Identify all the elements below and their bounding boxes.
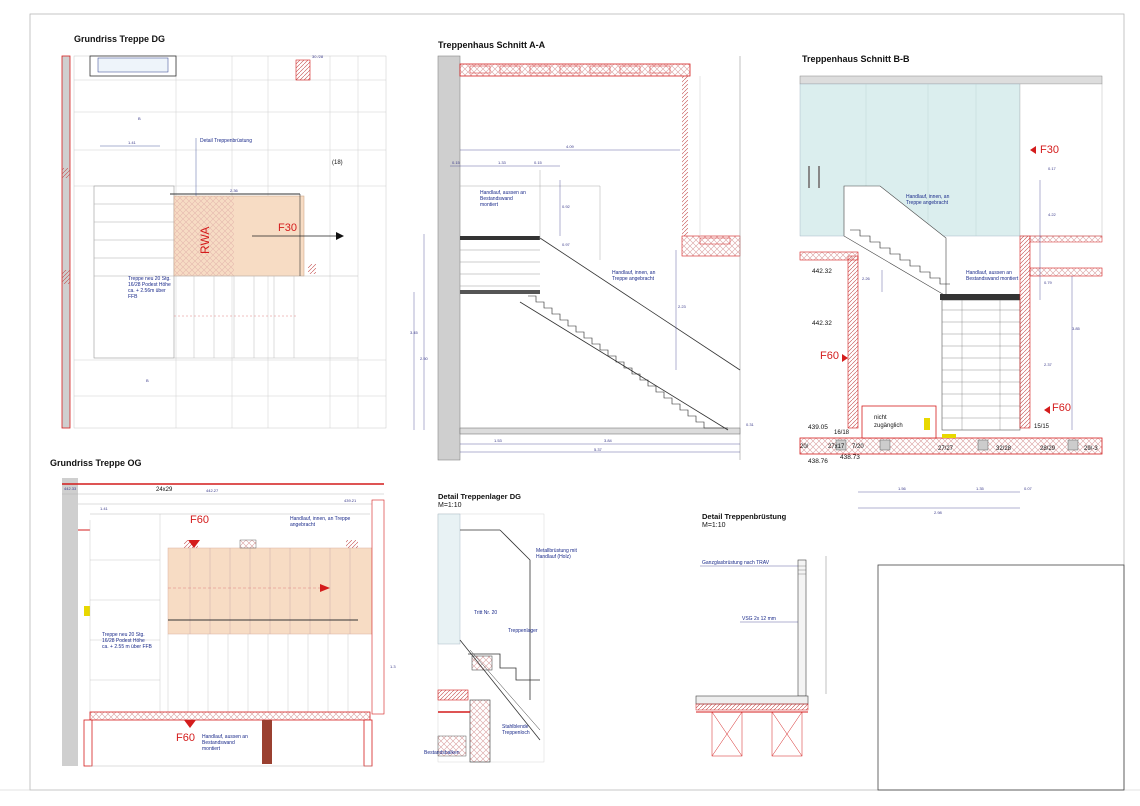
dim-label: 1.56: [898, 486, 906, 491]
dim-label: 2.26: [862, 276, 870, 281]
note-handlauf-outer: Handlauf, aussen an Bestandswand montier…: [202, 734, 248, 752]
dim-label: 0.79: [1044, 280, 1052, 285]
elevation-label: 442.27: [206, 488, 219, 493]
fire-rating-label: F30: [1040, 144, 1059, 156]
title-detail-bruestung: Detail Treppenbrüstung: [702, 512, 787, 521]
dim-label: 0.92: [562, 204, 570, 209]
profile-label: 20/: [800, 444, 809, 450]
note-handlauf-outer: Handlauf, aussen an Bestandswand montier…: [966, 270, 1019, 282]
dim-label: 2.23: [678, 304, 686, 309]
dim-label: 2.37: [1044, 362, 1052, 367]
fire-rating-label: F60: [190, 514, 209, 526]
elevation-label: 438.76: [808, 458, 828, 465]
elevation-label: 442.33: [64, 486, 77, 491]
plan-dg: [61, 55, 387, 429]
plan-og: [62, 478, 385, 767]
profile-label: 28/29: [1040, 446, 1056, 452]
label-b: B: [146, 378, 149, 383]
dim-label: 0.07: [1024, 486, 1032, 491]
note-stair-dg: Treppe neu 20 Stg. 16/28 Podest Höhe ca.…: [128, 276, 171, 300]
title-section-bb: Treppenhaus Schnitt B-B: [802, 54, 910, 64]
dim-label: 2.36: [230, 188, 238, 193]
dim-label: 4.09: [566, 144, 574, 149]
profile-label: 16/18: [834, 430, 850, 436]
note-handlauf-outer: Handlauf, aussen an Bestandswand montier…: [480, 190, 526, 208]
note-metallbrustung: Metallbrüstung mit Handlauf (Holz): [536, 548, 577, 560]
section-aa: [413, 55, 741, 461]
dim-label: 1.41: [128, 140, 136, 145]
note-stair-og: Treppe neu 20 Stg. 16/28 Podest Höhe ca.…: [102, 632, 152, 650]
dim-label: 0.17: [1048, 166, 1056, 171]
note-tritt: Tritt Nr. 20: [474, 610, 498, 616]
dim-label: 4.22: [1048, 212, 1056, 217]
note-handlauf-inner: Handlauf, innen, an Treppe angebracht: [906, 194, 950, 206]
dim-label: 3.84: [604, 438, 612, 443]
dim-label: 0.97: [562, 242, 570, 247]
dim-label: 1.41: [100, 506, 108, 511]
scale-label: M=1:10: [438, 502, 462, 509]
dim-label: 1.33: [498, 160, 506, 165]
dim-label: 3.45: [410, 330, 418, 335]
profile-label: 27/27: [938, 446, 954, 452]
elevation-label: 442.32: [812, 320, 832, 327]
title-section-aa: Treppenhaus Schnitt A-A: [438, 40, 546, 50]
note-vsg: VSG 2x 12 mm: [742, 616, 776, 622]
profile-label: 29/-3: [1084, 446, 1098, 452]
dim-label: 1.3: [390, 664, 396, 669]
note-detail: Detail Treppenbrüstung: [200, 138, 252, 144]
dim-label: 1.35: [976, 486, 984, 491]
section-bb: [799, 75, 1103, 509]
fire-rating-label: F30: [278, 222, 297, 234]
profile-label: 7/20: [852, 444, 864, 450]
scale-label: M=1:10: [702, 522, 726, 529]
dim-label: 2.50: [420, 356, 428, 361]
fire-rating-label: F60: [820, 350, 839, 362]
fire-rating-label: F60: [1052, 402, 1071, 414]
dim-label: 0.15: [534, 160, 542, 165]
dim-label: 3.85: [1072, 326, 1080, 331]
label-nicht-zuganglich: nicht zugänglich: [874, 415, 903, 429]
rwa-label: RWA: [198, 226, 212, 254]
label-b: B: [138, 116, 141, 121]
title-block: [877, 564, 1125, 791]
note-handlauf-inner: Handlauf, innen, an Treppe angebracht: [290, 516, 351, 528]
elevation-label: 439.05: [808, 424, 828, 431]
elevation-label: 439.21: [344, 498, 357, 503]
note-stahlblende: Stahlblende Treppenloch: [502, 724, 530, 736]
note-treppenlager: Treppenlager: [508, 628, 538, 634]
elevation-label: 438.73: [840, 454, 860, 461]
fire-rating-label: F60: [176, 732, 195, 744]
dim-label: 24x29: [156, 487, 173, 493]
dim-label: 1.53: [494, 438, 502, 443]
dim-label: 5.37: [594, 447, 602, 452]
room-number: (18): [332, 160, 343, 166]
dim-label: 30 /28: [312, 54, 324, 59]
note-ganzglas: Ganzglasbrüstung nach TRAV: [702, 560, 770, 566]
dim-label: 0.31: [746, 422, 754, 427]
detail-bruestung: [695, 556, 827, 757]
note-handlauf-inner: Handlauf, innen, an Treppe angebracht: [612, 270, 656, 282]
detail-lager: [437, 513, 545, 763]
title-detail-lager: Detail Treppenlager DG: [438, 492, 521, 501]
profile-label: 27x17: [828, 444, 845, 450]
note-bestandsbalken: Bestandsbalken: [424, 750, 460, 756]
title-plan-dg: Grundriss Treppe DG: [74, 34, 166, 44]
profile-label: 15/15: [1034, 424, 1050, 430]
title-plan-og: Grundriss Treppe OG: [50, 458, 142, 468]
profile-label: 32/28: [996, 446, 1012, 452]
dim-label: 0.15: [452, 160, 460, 165]
elevation-label: 442.32: [812, 268, 832, 275]
dim-label: 2.98: [934, 510, 942, 515]
